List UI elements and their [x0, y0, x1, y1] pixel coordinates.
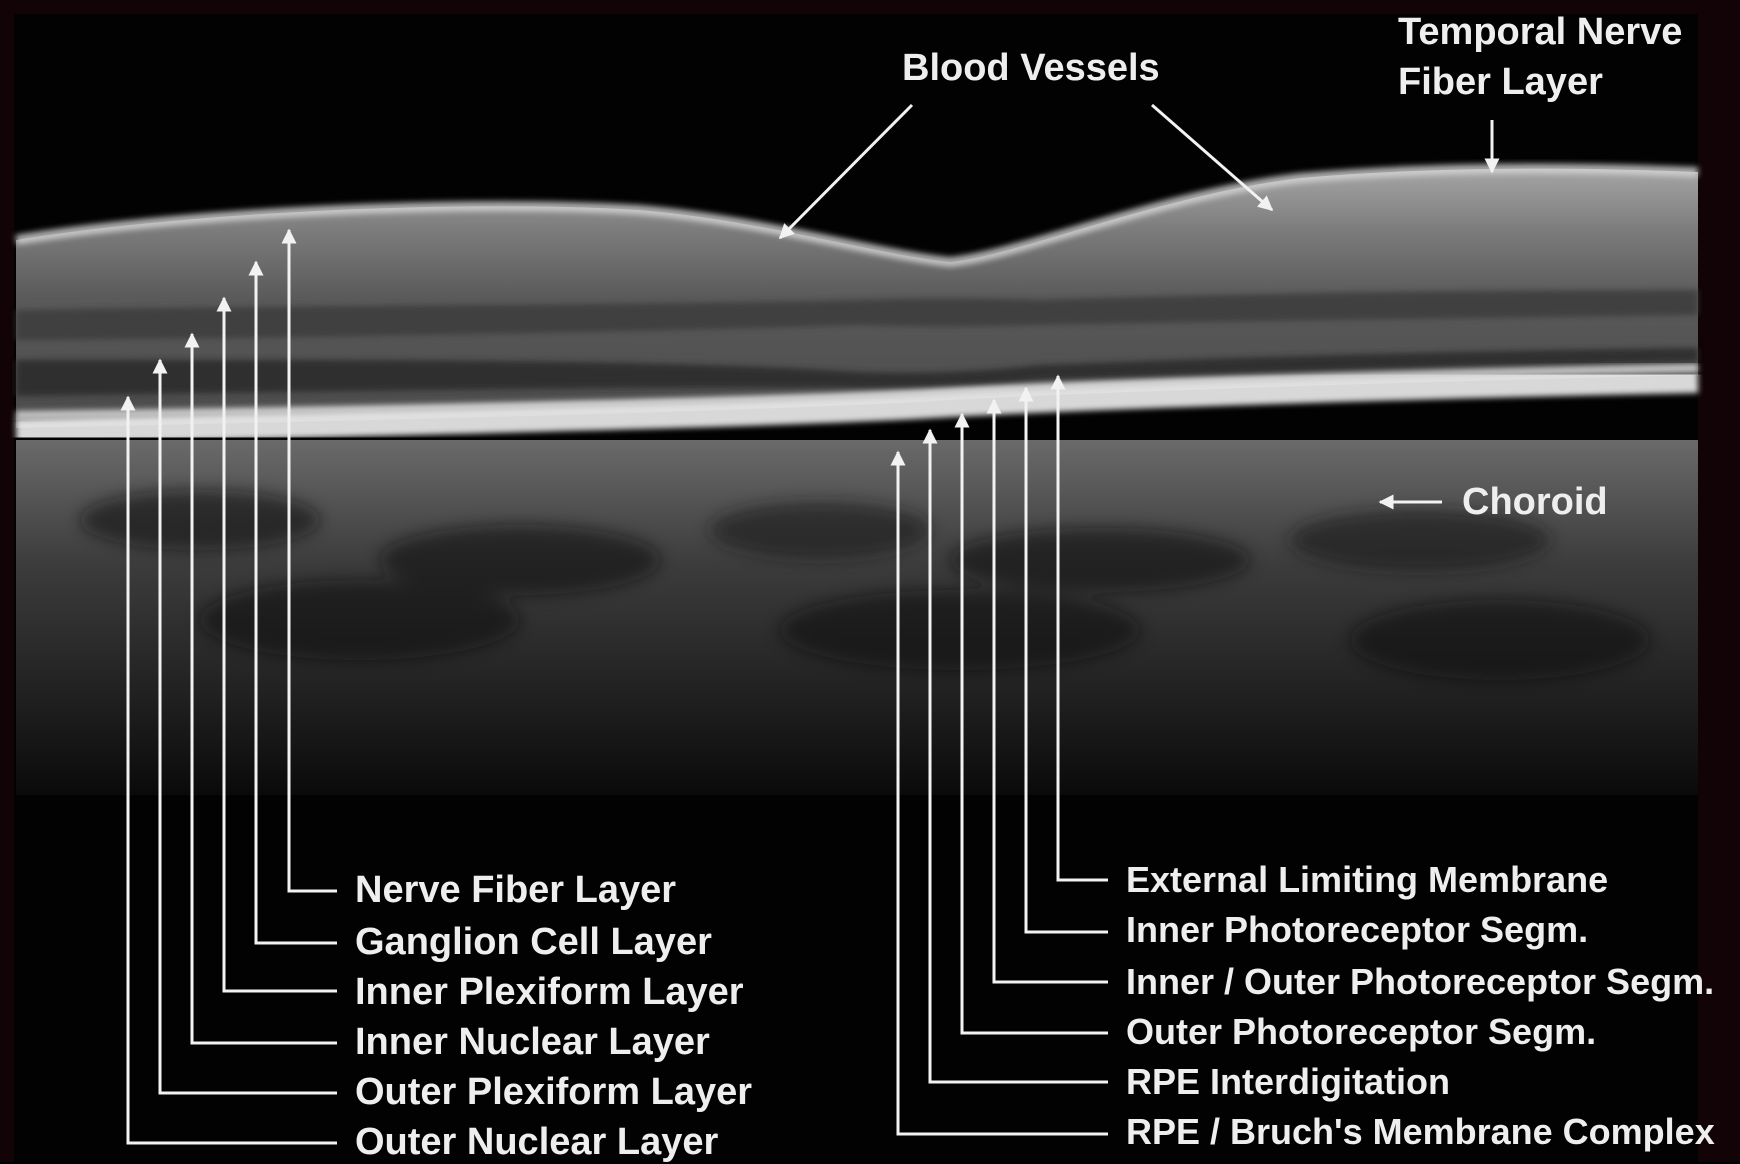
rpe-interdigitation-label: RPE Interdigitation: [1126, 1060, 1450, 1104]
temporal-nerve-label-line2: Fiber Layer: [1398, 60, 1603, 104]
blood-vessels-label: Blood Vessels: [902, 46, 1160, 90]
rpe-bruchs-membrane-complex-label: RPE / Bruch's Membrane Complex: [1126, 1110, 1715, 1154]
nerve-fiber-layer-label: Nerve Fiber Layer: [355, 868, 676, 912]
temporal-nerve-label-line1: Temporal Nerve: [1398, 10, 1682, 54]
inner-outer-photoreceptor-segm-label: Inner / Outer Photoreceptor Segm.: [1126, 960, 1714, 1004]
outer-plexiform-layer-label: Outer Plexiform Layer: [355, 1070, 752, 1114]
choroid-label: Choroid: [1462, 480, 1608, 524]
ganglion-cell-layer-label: Ganglion Cell Layer: [355, 920, 712, 964]
inner-nuclear-layer-label: Inner Nuclear Layer: [355, 1020, 710, 1064]
external-limiting-membrane-label: External Limiting Membrane: [1126, 858, 1608, 902]
inner-photoreceptor-segm-label: Inner Photoreceptor Segm.: [1126, 908, 1588, 952]
outer-photoreceptor-segm-label: Outer Photoreceptor Segm.: [1126, 1010, 1596, 1054]
inner-plexiform-layer-label: Inner Plexiform Layer: [355, 970, 744, 1014]
outer-nuclear-layer-label: Outer Nuclear Layer: [355, 1120, 718, 1164]
